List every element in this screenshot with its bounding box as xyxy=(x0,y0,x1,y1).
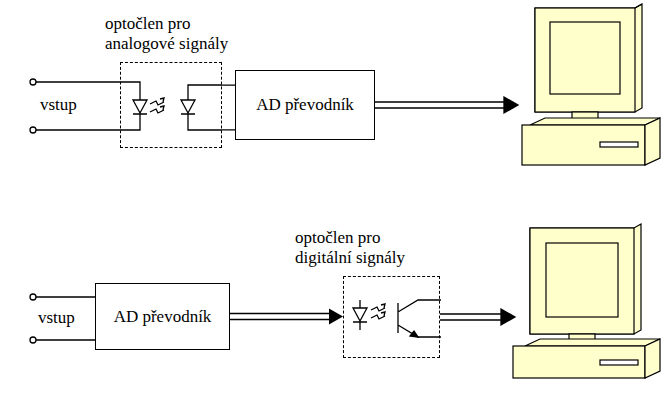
optocoupler-digital: optočlen pro digitální signály xyxy=(295,228,440,358)
computer-icon xyxy=(522,4,660,165)
led-symbol xyxy=(133,100,147,114)
phototransistor-symbol xyxy=(398,300,441,337)
light-arrows xyxy=(371,304,385,319)
terminal xyxy=(30,294,36,300)
computer-icon xyxy=(513,224,660,378)
ad-converter-box: AD převodník xyxy=(235,70,375,140)
signal-name: vstup xyxy=(40,95,77,115)
wire xyxy=(36,82,140,130)
dashed-outline xyxy=(343,276,440,358)
photodiode-symbol xyxy=(181,100,195,114)
terminal xyxy=(30,79,36,85)
terminal xyxy=(30,337,36,343)
signal-name: vstup xyxy=(38,308,75,328)
box-label: AD převodník xyxy=(256,95,354,115)
arrowhead xyxy=(501,309,515,325)
arrowhead xyxy=(504,97,518,113)
light-arrows xyxy=(150,98,164,113)
terminal xyxy=(30,127,36,133)
emitter-arrow xyxy=(410,331,418,337)
optocoupler-analog: optočlen pro analogové signály xyxy=(105,14,245,148)
led-symbol xyxy=(353,308,367,322)
optocoupler-label: optočlen pro digitální signály xyxy=(295,228,435,268)
data-bus-arrow xyxy=(230,309,343,325)
data-bus xyxy=(440,314,501,320)
ad-converter-box: AD převodník xyxy=(95,283,230,350)
wire xyxy=(36,297,95,340)
dashed-outline xyxy=(120,62,222,148)
box-label: AD převodník xyxy=(114,307,212,327)
wire xyxy=(359,300,360,330)
optocoupler-label: optočlen pro analogové signály xyxy=(105,14,245,54)
signal-wire xyxy=(222,85,235,130)
wire xyxy=(188,85,222,130)
data-bus xyxy=(375,102,504,108)
